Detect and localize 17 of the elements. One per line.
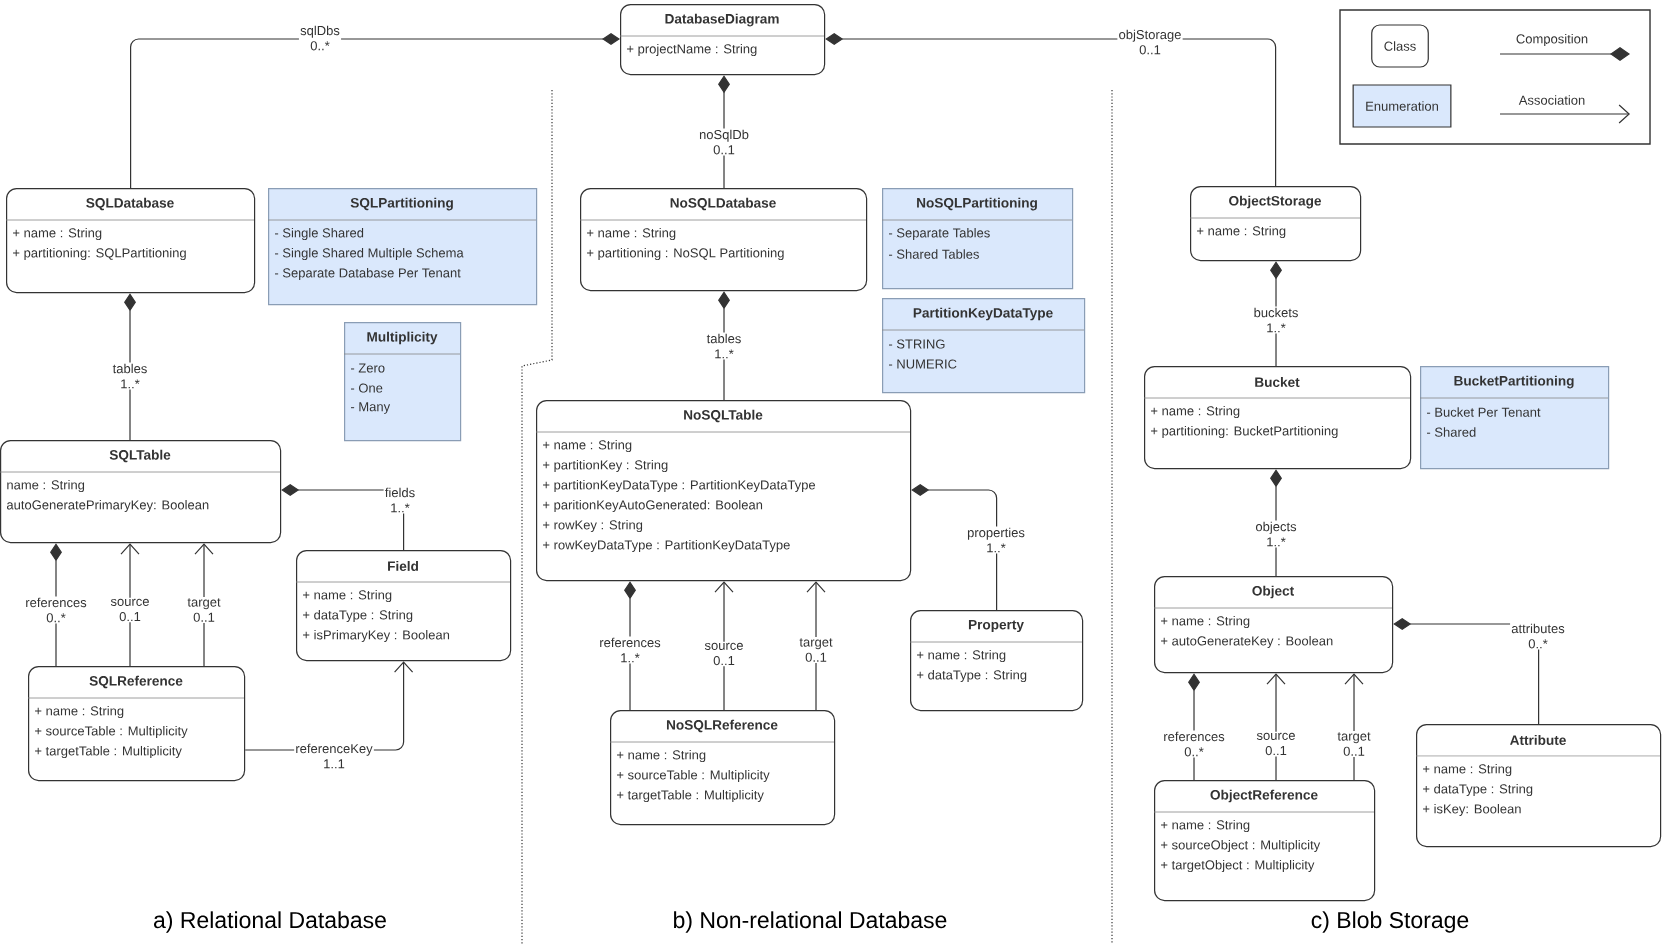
connector-arrow (120, 543, 140, 667)
connector-arrow (1270, 261, 1282, 367)
connector-arrow (281, 484, 405, 551)
connector-arrow (911, 484, 998, 611)
caption: b) Non-relational Database (674, 911, 947, 933)
caption: a) Relational Database (154, 911, 386, 933)
connector-arrow (124, 293, 136, 441)
connector-arrow (714, 581, 734, 711)
connector-arrow (1344, 673, 1364, 781)
caption: c) Blob Storage (1311, 911, 1469, 933)
connector-arrow (130, 33, 620, 189)
connector-arrow (194, 543, 214, 667)
connector-arrow (825, 33, 1277, 187)
connector-arrow (718, 291, 730, 401)
connector-arrow (1270, 469, 1282, 577)
connector-arrow (1266, 673, 1286, 781)
connector-arrow (806, 581, 826, 711)
